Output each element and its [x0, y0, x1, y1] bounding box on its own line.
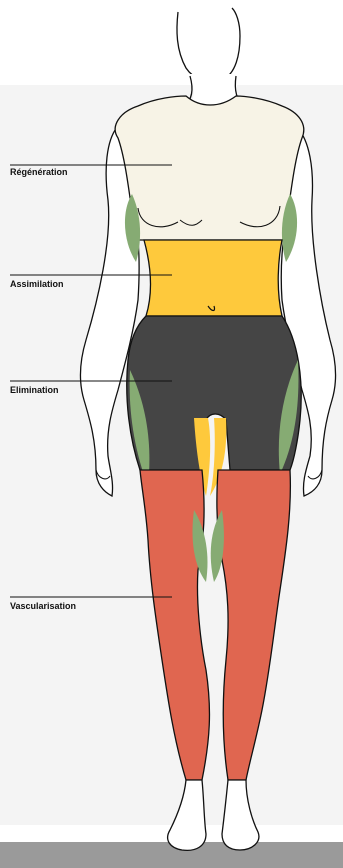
label-regeneration: Régénération [10, 167, 68, 178]
label-vascularisation: Vascularisation [10, 601, 76, 612]
label-assimilation: Assimilation [10, 279, 64, 290]
zone-assimilation [144, 240, 282, 316]
label-elimination: Elimination [10, 385, 59, 396]
